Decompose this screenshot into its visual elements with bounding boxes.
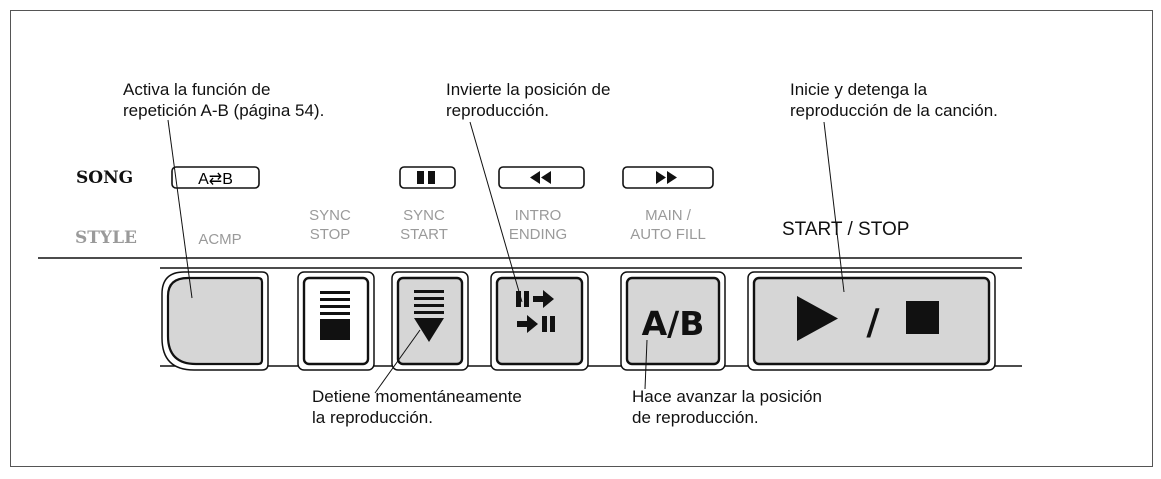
diagram-frame bbox=[10, 10, 1153, 467]
sync-start-label: SYNC START bbox=[384, 206, 464, 244]
callout-sync-start: Detiene momentáneamente la reproducción. bbox=[312, 386, 522, 428]
ab-repeat-symbol: A⇄B bbox=[171, 166, 260, 189]
sync-stop-button bbox=[297, 271, 375, 371]
rewind-symbol bbox=[498, 166, 585, 189]
callout-intro-line-2: reproducción. bbox=[446, 101, 550, 120]
rewind-icon-a bbox=[530, 171, 540, 184]
callout-main: Hace avanzar la posición de reproducción… bbox=[632, 386, 822, 428]
sync-start-label-line-2: START bbox=[400, 226, 448, 243]
leader-acmp bbox=[167, 119, 193, 299]
start-stop-label: START / STOP bbox=[782, 219, 910, 240]
pause-icon-bar-left bbox=[417, 171, 424, 184]
leader-start-stop bbox=[823, 121, 845, 293]
callout-acmp-line-1: Activa la función de bbox=[123, 80, 271, 99]
intro-ending-button bbox=[490, 271, 589, 371]
callout-main-line-1: Hace avanzar la posición bbox=[632, 387, 822, 406]
intro-ending-label: INTRO ENDING bbox=[488, 206, 588, 244]
sync-start-button bbox=[391, 271, 469, 371]
rewind-icon-b bbox=[541, 171, 551, 184]
callout-main-line-2: de reproducción. bbox=[632, 408, 759, 427]
main-auto-fill-label: MAIN / AUTO FILL bbox=[603, 206, 733, 244]
fast-forward-symbol bbox=[622, 166, 714, 189]
callout-start-stop: Inicie y detenga la reproducción de la c… bbox=[790, 79, 998, 121]
leader-lines bbox=[167, 119, 845, 394]
main-auto-fill-label-line-2: AUTO FILL bbox=[630, 226, 706, 243]
sync-stop-label: SYNC STOP bbox=[290, 206, 370, 244]
callout-start-line-1: Inicie y detenga la bbox=[790, 80, 928, 99]
acmp-button bbox=[161, 271, 269, 371]
acmp-label: ACMP bbox=[180, 230, 260, 249]
start-stop-slash: / bbox=[866, 302, 880, 343]
bars-icon bbox=[320, 291, 350, 340]
main-auto-fill-button: A/B bbox=[620, 271, 726, 371]
stop-icon bbox=[906, 301, 939, 334]
main-auto-fill-label-line-1: MAIN / bbox=[645, 207, 691, 224]
callout-intro-line-1: Invierte la posición de bbox=[446, 80, 611, 99]
intro-ending-label-line-1: INTRO bbox=[514, 207, 562, 224]
acmp-label-text: ACMP bbox=[198, 231, 242, 248]
pause-forward-icon bbox=[516, 290, 555, 333]
pause-symbol bbox=[399, 166, 456, 189]
ab-face-text: A/B bbox=[642, 304, 705, 343]
fast-forward-icon-b bbox=[667, 171, 677, 184]
sync-stop-label-line-2: STOP bbox=[309, 226, 351, 243]
callout-start-line-2: reproducción de la canción. bbox=[790, 101, 998, 120]
leader-intro bbox=[469, 121, 523, 303]
callout-acmp: Activa la función de repetición A-B (pág… bbox=[123, 79, 324, 121]
leader-sync-start bbox=[374, 329, 421, 394]
leader-main bbox=[644, 339, 648, 390]
style-section-label: STYLE bbox=[75, 228, 137, 248]
play-icon bbox=[797, 296, 838, 341]
ab-repeat-text: A⇄B bbox=[198, 171, 233, 188]
callout-acmp-line-2: repetición A-B (página 54). bbox=[123, 101, 325, 120]
callout-sync-start-line-2: la reproducción. bbox=[312, 408, 433, 427]
song-section-label: SONG bbox=[76, 168, 134, 188]
fast-forward-icon-a bbox=[656, 171, 666, 184]
start-stop-button: / bbox=[747, 271, 996, 371]
sync-stop-label-line-1: SYNC bbox=[309, 207, 351, 224]
callout-sync-start-line-1: Detiene momentáneamente bbox=[312, 387, 522, 406]
callout-intro: Invierte la posición de reproducción. bbox=[446, 79, 610, 121]
pause-icon-bar-right bbox=[428, 171, 435, 184]
sync-start-label-line-1: SYNC bbox=[403, 207, 445, 224]
down-triangle-icon bbox=[414, 290, 444, 342]
intro-ending-label-line-2: ENDING bbox=[508, 226, 568, 243]
